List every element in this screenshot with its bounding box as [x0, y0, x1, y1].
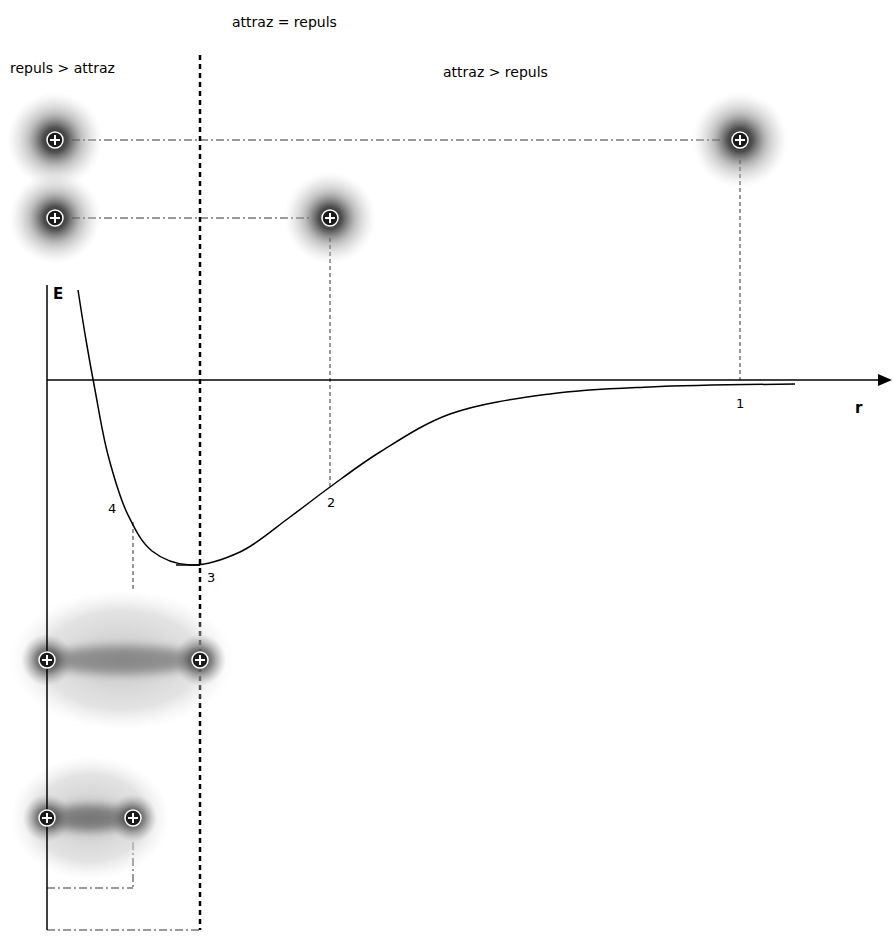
plus-sign [199, 655, 201, 665]
guide-line [72, 218, 312, 219]
nucleus-core [322, 210, 338, 226]
nucleus-core [39, 810, 55, 826]
drop-line [133, 522, 134, 592]
nucleus [39, 810, 55, 826]
region-heading: attraz > repuls [443, 64, 548, 80]
nucleus [322, 210, 338, 226]
guide-line [47, 888, 133, 889]
energy-axis [46, 285, 48, 930]
molecule-cloud [10, 590, 234, 730]
nucleus [192, 652, 208, 668]
region-heading: attraz = repuls [232, 14, 337, 30]
drop-lines [133, 160, 740, 592]
axis-label: r [855, 400, 862, 416]
core-density [109, 794, 157, 842]
point-number: 4 [108, 501, 116, 517]
plus-sign [46, 813, 48, 823]
nuclei [39, 132, 748, 826]
curve-layer [78, 290, 795, 565]
nucleus-core [47, 132, 63, 148]
dash-dot-guides [47, 140, 722, 930]
molecules [10, 590, 234, 880]
point-number: 3 [207, 570, 215, 586]
equilibrium-line [199, 55, 202, 930]
drop-line [330, 238, 331, 486]
drop-line [740, 160, 741, 380]
electron-cloud [692, 92, 788, 188]
plus-sign [54, 135, 56, 145]
molecule-cloud [10, 756, 170, 880]
axes [47, 285, 880, 930]
electron-cloud [284, 172, 376, 264]
energy-curve [78, 290, 795, 565]
axis-arrowhead [878, 374, 892, 386]
core-density [174, 634, 226, 686]
atoms [7, 92, 788, 264]
axis-label: E [53, 286, 63, 302]
point-number: 2 [327, 495, 335, 511]
nucleus-core [192, 652, 208, 668]
guide-line [47, 930, 200, 931]
nucleus-core [47, 210, 63, 226]
region-heading: repuls > attraz [10, 60, 115, 76]
distance-axis [47, 379, 880, 381]
plus-sign [132, 813, 134, 823]
nucleus [125, 810, 141, 826]
plus-sign [46, 655, 48, 665]
nucleus-core [39, 652, 55, 668]
point-number: 1 [736, 396, 744, 412]
plus-sign [739, 135, 741, 145]
nucleus [39, 652, 55, 668]
plus-sign [329, 213, 331, 223]
electron-cloud [9, 172, 101, 264]
nucleus [47, 132, 63, 148]
nucleus-core [125, 810, 141, 826]
guide-line [72, 140, 722, 141]
plus-sign [54, 213, 56, 223]
nucleus-core [732, 132, 748, 148]
nucleus [47, 210, 63, 226]
nucleus [732, 132, 748, 148]
